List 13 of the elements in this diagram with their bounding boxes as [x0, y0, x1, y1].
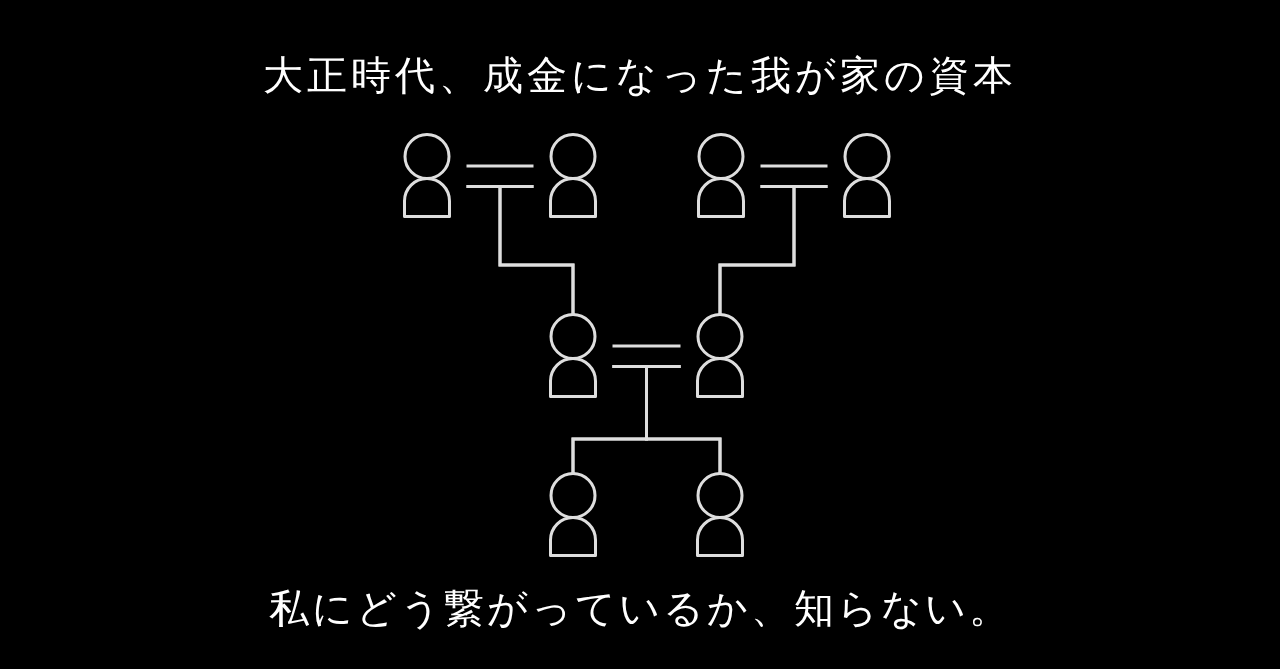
person-icon	[696, 313, 744, 398]
connector-line	[718, 185, 828, 315]
person-icon	[403, 133, 451, 218]
person-icon	[549, 313, 597, 398]
person-icon	[549, 133, 597, 218]
title: 大正時代、成金になった我が家の資本	[263, 52, 1017, 98]
connector-line	[498, 185, 575, 315]
person-icon	[697, 133, 745, 218]
caption: 私にどう繋がっているか、知らない。	[268, 585, 1012, 631]
connector-line	[645, 365, 722, 474]
person-icon	[696, 472, 744, 557]
person-icon	[843, 133, 891, 218]
person-icon	[549, 472, 597, 557]
